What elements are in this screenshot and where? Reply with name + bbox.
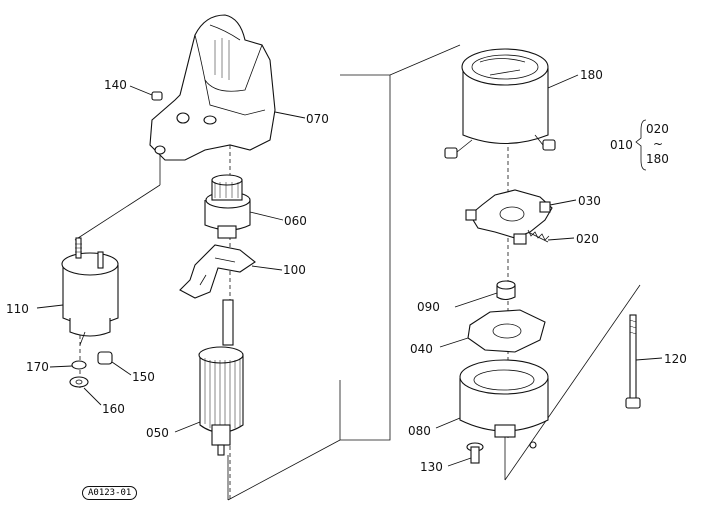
part-label-110: 110 [6,302,29,316]
nut-150 [97,351,132,376]
reference-code: A0123-01 [82,486,138,500]
part-label-020: 020 [576,232,599,246]
brush-holder-030 [465,189,577,245]
solenoid-link-line [74,184,161,241]
range-label-to: 180 [646,152,669,166]
drive-housing-070 [149,14,276,161]
part-label-080: 080 [408,424,431,438]
group-bracket-010 [635,119,647,171]
left-frame-line [340,74,391,441]
part-label-130: 130 [420,460,443,474]
part-label-160: 160 [102,402,125,416]
part-label-140: 140 [104,78,127,92]
part-label-120: 120 [664,352,687,366]
pinion-060 [204,174,284,239]
range-tilde: ~ [653,137,664,151]
solenoid-110 [36,237,119,346]
range-label-from: 020 [646,122,669,136]
through-bolt-120 [625,314,663,409]
part-label-090: 090 [417,300,440,314]
end-frame-080 [435,359,549,449]
yoke-180 [444,48,579,159]
lever-100 [179,244,283,299]
leader-070 [274,111,306,119]
part-label-010: 010 [610,138,633,152]
part-label-050: 050 [146,426,169,440]
part-label-040: 040 [410,342,433,356]
nut-140 [129,85,163,101]
part-label-060: 060 [284,214,307,228]
bushing-090 [454,280,516,308]
bottom-frame-line [227,439,341,501]
screw-130 [447,442,484,467]
part-label-170: 170 [26,360,49,374]
part-label-150: 150 [132,370,155,384]
long-bolt-frame [504,284,641,481]
washer-160 [69,376,102,406]
armature-050 [174,299,244,456]
part-label-180: 180 [580,68,603,82]
spring-020 [527,229,575,243]
part-label-030: 030 [578,194,601,208]
part-label-070: 070 [306,112,329,126]
right-assembly-frame [389,44,461,76]
part-label-100: 100 [283,263,306,277]
plate-040 [439,309,546,353]
washer-170 [49,360,87,370]
